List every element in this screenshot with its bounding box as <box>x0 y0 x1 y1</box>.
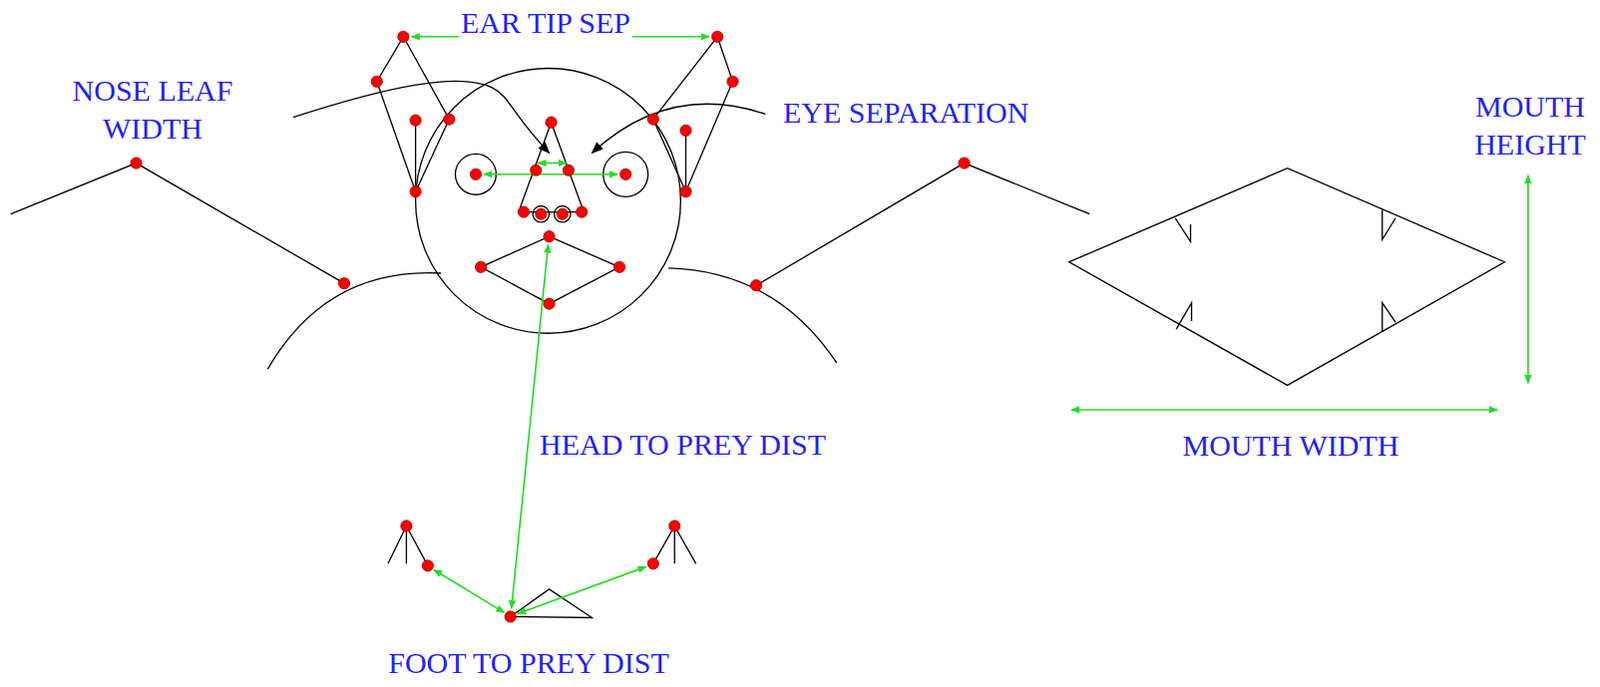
right-wing <box>756 163 1090 287</box>
measurement-label: EYE SEPARATION <box>781 93 1031 132</box>
foot-prey-arrow <box>517 566 647 614</box>
mouth-detail <box>1069 168 1506 387</box>
outline-drawing <box>10 36 1506 619</box>
tooth <box>1175 218 1191 243</box>
measurement-label: MOUTH WIDTH <box>1181 426 1402 465</box>
nostril <box>532 205 549 222</box>
eye-arrow <box>483 173 618 176</box>
mouth-height-arrow <box>1527 175 1530 385</box>
tooth <box>1176 303 1192 331</box>
tooth <box>1382 303 1396 333</box>
tooth <box>1382 210 1396 241</box>
mouth-width-arrow <box>1071 408 1498 411</box>
measurement-label: EAR TIP SEP <box>458 3 633 42</box>
measurement-arrows <box>411 36 1529 615</box>
right-ear-line <box>685 130 687 192</box>
mouth <box>480 236 620 304</box>
foot-prey-arrow <box>433 569 505 613</box>
left-ear-line <box>414 120 416 193</box>
eye-leader <box>591 103 766 153</box>
measurement-label: NOSE LEAF WIDTH <box>55 71 250 148</box>
nose-leaf-arrow <box>537 162 567 165</box>
nose-leaf <box>518 122 584 213</box>
head-circle <box>415 67 682 334</box>
measurement-label: MOUTH HEIGHT <box>1464 87 1597 164</box>
left-ear <box>377 36 450 192</box>
prey <box>510 589 593 619</box>
left-foot <box>388 525 428 566</box>
right-wing-arc <box>668 268 837 364</box>
right-ear <box>653 36 734 192</box>
measurement-label: FOOT TO PREY DIST <box>386 644 671 683</box>
nostril <box>554 205 571 222</box>
left-wing-arc <box>267 273 441 370</box>
measurement-label: HEAD TO PREY DIST <box>537 425 828 464</box>
nose-leaf-leader <box>293 80 550 153</box>
left-wing <box>10 163 345 285</box>
